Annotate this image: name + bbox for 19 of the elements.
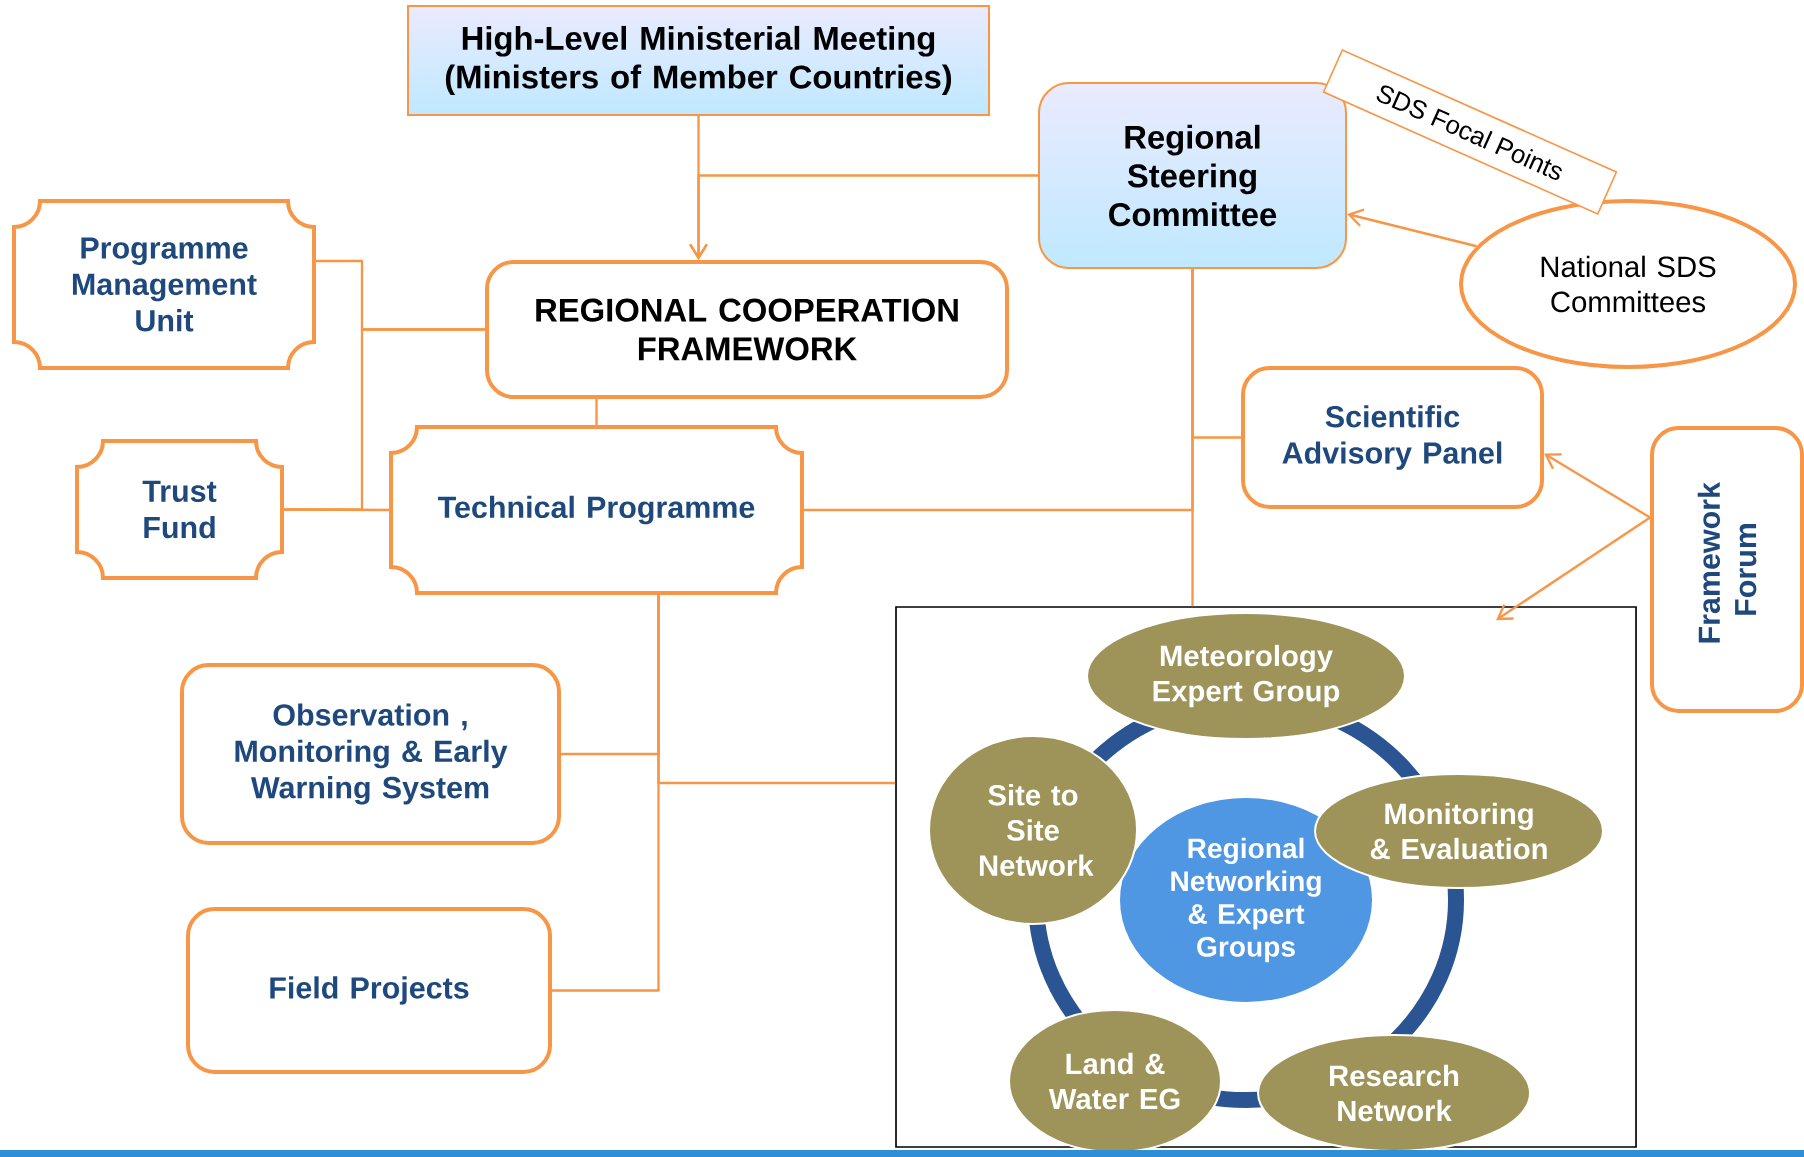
meeting-box: High-Level Ministerial Meeting (Ministers of Member Countries): [407, 5, 990, 116]
process-box: Observation , Monitoring & Early Warning System: [180, 663, 561, 845]
connector-line: [552, 593, 660, 992]
connector-line: [282, 508, 391, 512]
framework-box: REGIONAL COOPERATION FRAMEWORK: [485, 260, 1009, 399]
forum-box: Framework Forum: [1650, 426, 1804, 713]
process-box: Field Projects: [186, 907, 552, 1074]
connector-line: [595, 399, 598, 427]
panel-box: Scientific Advisory Panel: [1241, 366, 1544, 509]
plaque-box: Trust Fund: [75, 439, 284, 580]
group-frame: [895, 606, 1637, 1148]
arrow: [1544, 453, 1651, 519]
plaque-box: Technical Programme: [389, 425, 804, 595]
committee-box: Regional Steering Committee: [1038, 82, 1347, 269]
arrow: [689, 174, 1038, 260]
plaque-box: Programme Management Unit: [12, 199, 316, 370]
connector-line: [1191, 269, 1194, 607]
arrow: [1347, 208, 1477, 248]
arrow: [1496, 516, 1651, 621]
